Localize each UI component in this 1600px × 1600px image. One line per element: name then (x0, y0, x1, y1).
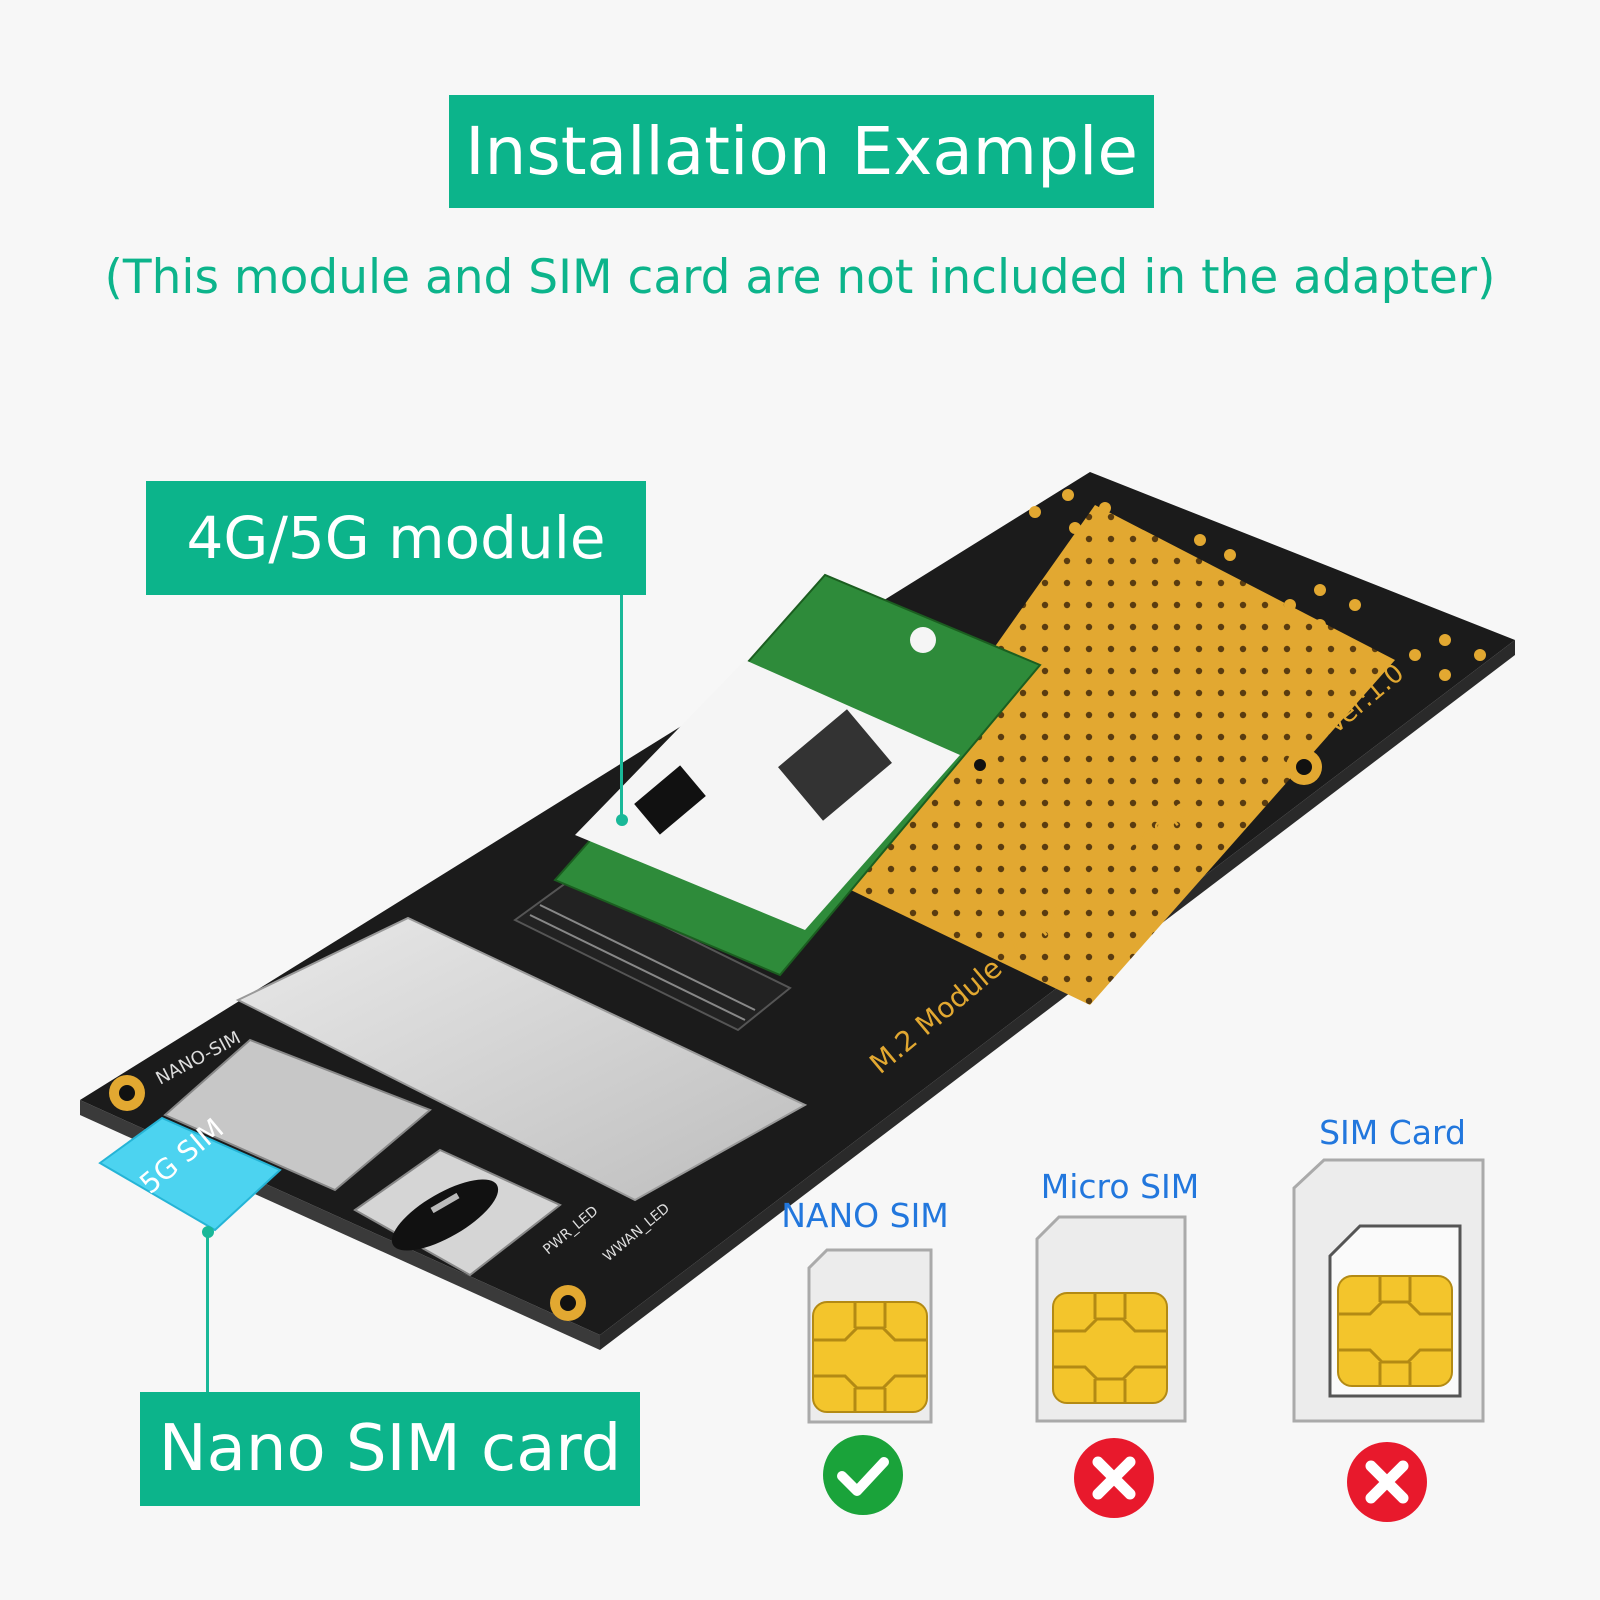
sim-callout-label: Nano SIM card (158, 1412, 622, 1486)
cross-icon (1074, 1438, 1154, 1518)
module-callout-banner: 4G/5G module (146, 481, 646, 595)
module-callout-label: 4G/5G module (186, 504, 606, 572)
mount-holes (109, 749, 1322, 1321)
micro-sim-card (1035, 1215, 1187, 1423)
title-banner: Installation Example (449, 95, 1154, 208)
standard-sim-card (1292, 1158, 1485, 1423)
module-callout-line (620, 595, 623, 820)
antenna-pads (1029, 489, 1486, 681)
module-label (575, 660, 960, 930)
shield-cover (235, 916, 808, 1202)
sim-callout-line (206, 1235, 209, 1392)
nano-sim-card (807, 1248, 933, 1424)
sim-slot (163, 1038, 432, 1192)
cross-icon (1347, 1442, 1427, 1522)
sim-size-label-nano: NANO SIM (781, 1196, 949, 1235)
page-title: Installation Example (465, 113, 1138, 190)
gold-proto-area (830, 505, 1395, 1005)
check-icon (823, 1435, 903, 1515)
page-subtitle: (This module and SIM card are not includ… (104, 250, 1496, 305)
sim-callout-banner: Nano SIM card (140, 1392, 640, 1506)
sim-size-label-standard: SIM Card (1319, 1113, 1466, 1152)
sim-tab (98, 1116, 282, 1232)
sim-size-label-micro: Micro SIM (1040, 1167, 1200, 1206)
